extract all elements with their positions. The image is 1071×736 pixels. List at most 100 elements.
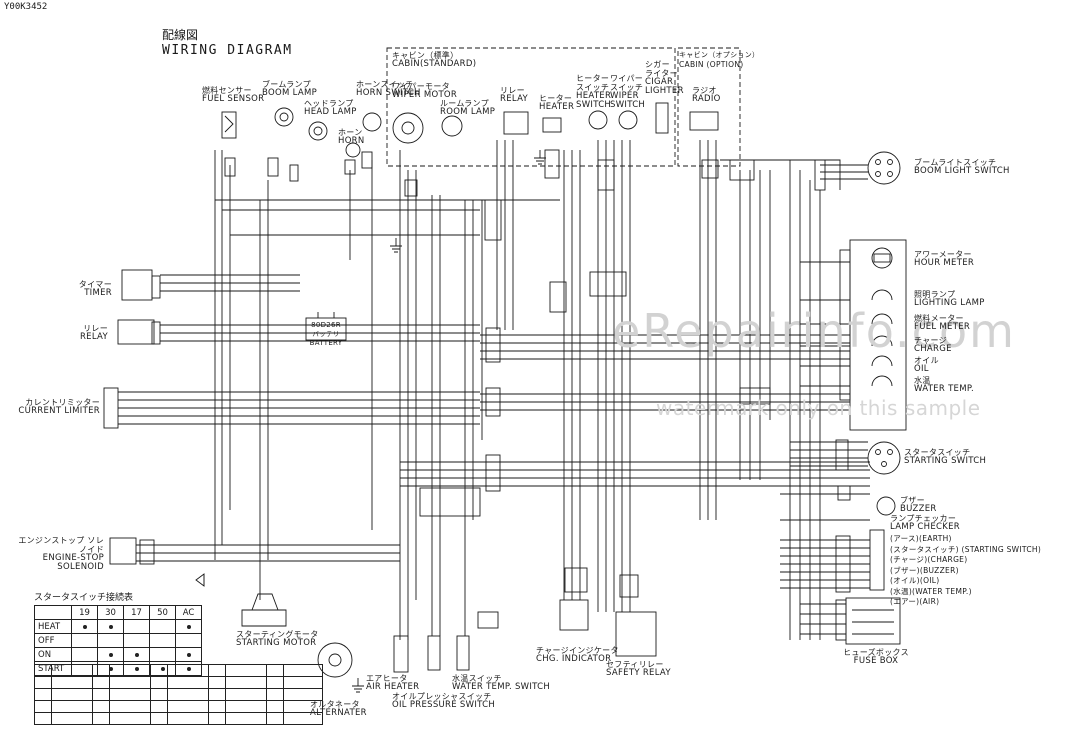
cabin-option-label: キャビン（オプション）CABIN (OPTION)	[679, 51, 760, 69]
water-temp-lamp-symbol	[871, 375, 893, 387]
start-switch-grid: 19 30 17 50 AC HEAT OFF ON START	[34, 605, 202, 676]
col-header: 19	[71, 605, 98, 620]
cabin-standard-label: キャビン（標準）CABIN(STANDARD)	[392, 51, 477, 69]
lamp-checker-item: (スタータスイッチ) (STARTING SWITCH)	[890, 544, 1042, 554]
engine-stop-solenoid-symbol	[109, 537, 137, 565]
wire-color-legend	[34, 664, 323, 725]
wiper-switch-symbol	[618, 110, 638, 130]
charge-lamp-symbol	[871, 335, 893, 347]
current-limiter-symbol	[103, 387, 119, 429]
col-header: AC	[175, 605, 202, 620]
document-id: Y00K3452	[4, 2, 48, 12]
lamp-checker-item: (水温)(WATER TEMP.)	[890, 586, 972, 596]
relay-left-symbol	[117, 319, 155, 345]
radio-symbol	[689, 111, 719, 131]
horn-symbol	[345, 142, 361, 158]
boom-lamp-symbol	[274, 107, 294, 127]
cigar-lighter-symbol	[655, 102, 669, 134]
air-heater-symbol	[393, 635, 409, 673]
start-switch-table: スタータスイッチ接続表 19 30 17 50 AC HEAT OFF ON S…	[34, 590, 202, 676]
starting-motor-symbol	[241, 593, 287, 627]
title-en: WIRING DIAGRAM	[162, 43, 293, 58]
col-header: 50	[149, 605, 176, 620]
lamp-checker-item: (ブザー)(BUZZER)	[890, 565, 959, 575]
horn-switch-symbol	[362, 112, 382, 132]
buzzer-symbol	[876, 496, 896, 516]
fuel-meter-symbol	[871, 313, 893, 325]
row-header: HEAT	[34, 619, 72, 634]
lighting-lamp-symbol	[871, 289, 893, 301]
lamp-checker-item: (アース)(EARTH)	[890, 534, 952, 543]
lamp-checker-item: (エアー)(AIR)	[890, 597, 940, 606]
starting-switch-symbol	[867, 441, 901, 475]
room-lamp-symbol	[441, 115, 463, 137]
oil-pressure-switch-symbol	[427, 635, 441, 671]
relay-top-symbol	[503, 111, 529, 135]
water-temp-switch-symbol	[456, 635, 470, 671]
col-header: 17	[123, 605, 150, 620]
timer-symbol	[121, 269, 153, 301]
heater-symbol	[542, 117, 562, 133]
lamp-checker-item: (チャージ)(CHARGE)	[890, 555, 968, 564]
title-jp: 配線図	[162, 28, 199, 42]
lamp-checker-symbol	[869, 529, 885, 591]
battery-symbol	[305, 317, 347, 341]
lamp-checker-items: (アース)(EARTH) (スタータスイッチ) (STARTING SWITCH…	[890, 534, 1041, 608]
cabin-option-box	[677, 47, 741, 167]
heater-switch-symbol	[588, 110, 608, 130]
safety-relay-symbol	[615, 611, 657, 657]
row-header: ON	[34, 647, 72, 662]
diagram-title: 配線図 WIRING DIAGRAM	[162, 26, 293, 58]
start-switch-table-caption: スタータスイッチ接続表	[34, 593, 134, 603]
wiper-motor-symbol	[392, 112, 424, 144]
cabin-standard-box	[386, 47, 676, 167]
oil-lamp-symbol	[871, 355, 893, 367]
chg-indicator-symbol	[559, 599, 589, 631]
lamp-checker-item: (オイル)(OIL)	[890, 576, 940, 585]
col-header: 30	[97, 605, 124, 620]
boom-light-switch-symbol	[867, 151, 901, 185]
alternater-symbol	[317, 642, 353, 678]
hour-meter-symbol	[871, 247, 893, 269]
watermark-main: eRepairinfo.com	[612, 304, 1016, 358]
row-header: OFF	[34, 633, 72, 648]
watermark-sub: watermark only on this sample	[656, 396, 981, 420]
fuel-sensor-symbol	[221, 111, 237, 139]
